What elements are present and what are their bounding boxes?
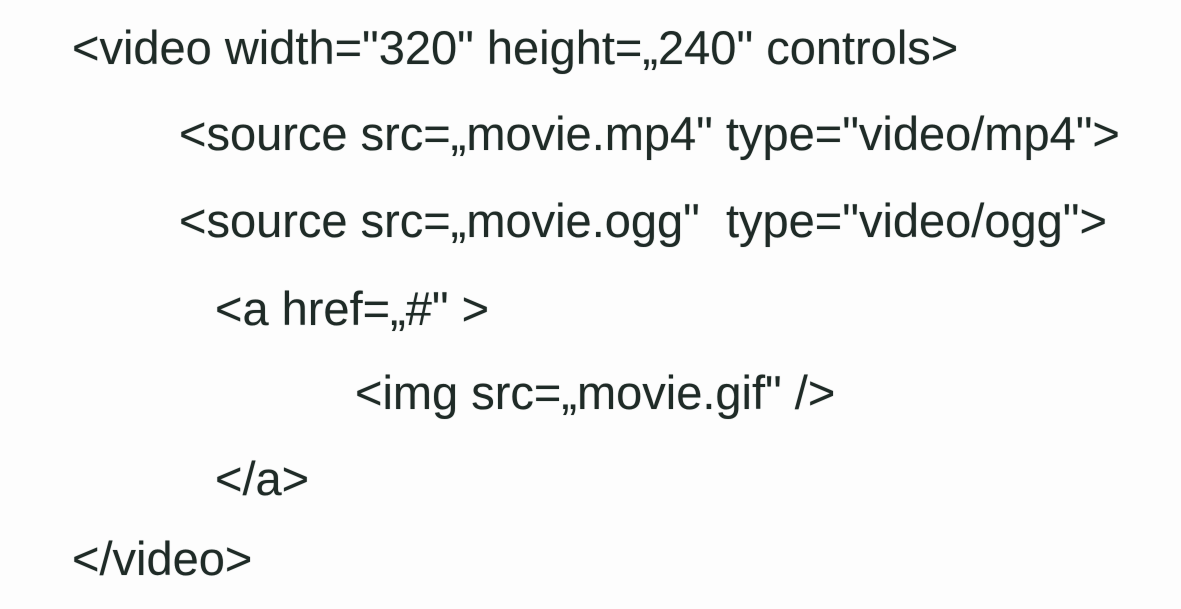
code-line-video-close: </video> [72, 532, 253, 585]
code-line-anchor-open: <a href=„#" > [215, 282, 490, 335]
code-line-source-mp4: <source src=„movie.mp4" type="video/mp4"… [179, 107, 1120, 160]
code-line-anchor-close: </a> [215, 452, 310, 505]
code-line-img: <img src=„movie.gif" /> [355, 366, 836, 419]
code-line-video-open: <video width="320" height=„240" controls… [72, 21, 959, 74]
code-line-source-ogg: <source src=„movie.ogg" type="video/ogg"… [179, 194, 1107, 247]
